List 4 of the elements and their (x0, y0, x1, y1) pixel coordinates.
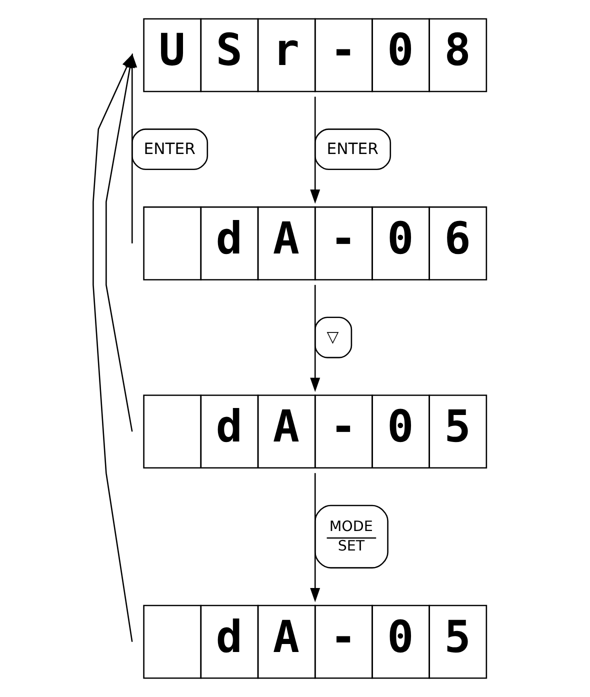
edge-label: MODE SET (329, 519, 373, 555)
edge-label: ENTER (326, 140, 378, 158)
edge-label: ENTER (144, 140, 196, 158)
edge-label: ▽ (326, 328, 339, 346)
